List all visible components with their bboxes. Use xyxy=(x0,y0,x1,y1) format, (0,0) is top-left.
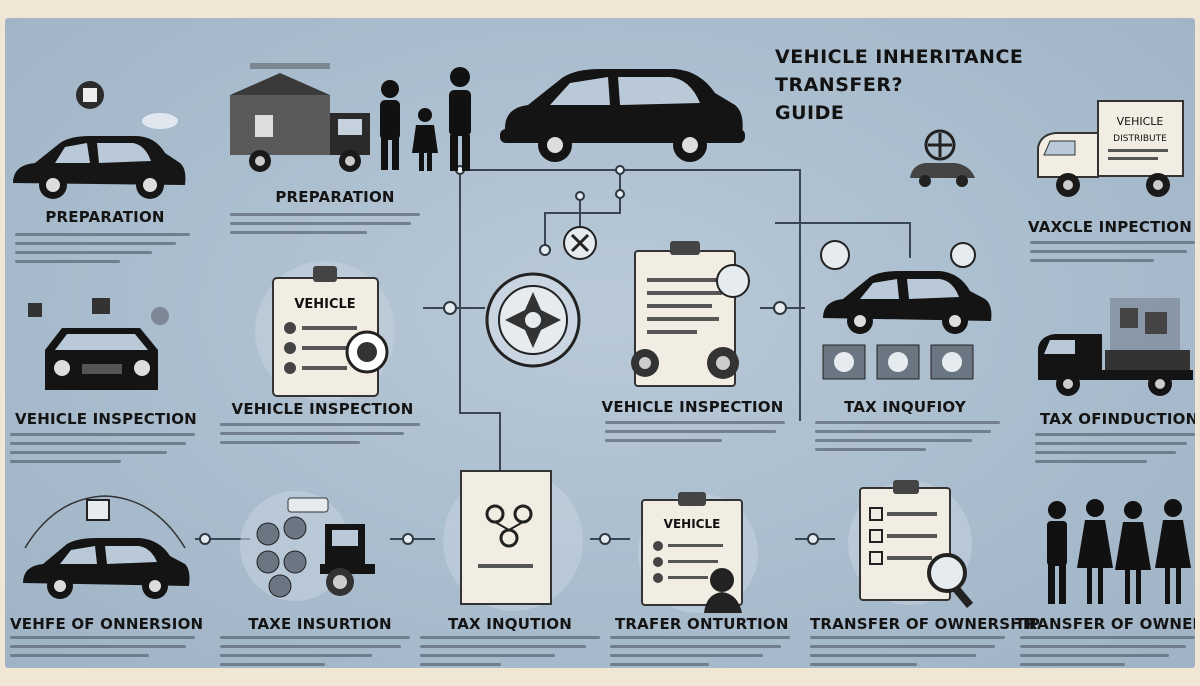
moving-truck-family-icon xyxy=(230,63,471,172)
inheritance-document-icon xyxy=(443,470,583,611)
description-text xyxy=(220,636,410,668)
delivery-truck-icon: VEHICLE DISTRIBUTE xyxy=(1037,100,1184,197)
network-node-icon xyxy=(563,226,597,260)
car-icon xyxy=(13,81,186,199)
description-text xyxy=(220,423,420,450)
truck-sign-subtext: DISTRIBUTE xyxy=(1113,134,1167,144)
step-label-vaxcle-inspection: VAXCLE INPECTION xyxy=(1028,218,1192,236)
description-text xyxy=(10,636,195,663)
loaded-truck-icon xyxy=(1038,298,1193,396)
truck-sign-text: VEHICLE xyxy=(1117,115,1164,128)
step-label-transfer-of-ownership: TRANSFER OF OWNERSHIP xyxy=(810,615,1041,633)
description-text xyxy=(10,433,195,469)
car-icon xyxy=(23,495,190,599)
description-text xyxy=(15,233,190,269)
heirs-family-icon xyxy=(1047,499,1191,604)
title-line-3: GUIDE xyxy=(775,102,845,124)
description-text xyxy=(815,421,1000,457)
inspection-document-icon xyxy=(631,241,750,387)
coins-truck-icon xyxy=(240,491,375,601)
car-tax-icon xyxy=(820,240,992,380)
step-label-trafer-onturtion: TRAFER ONTURTION xyxy=(615,615,789,633)
car-icon xyxy=(500,69,745,162)
step-label-taxe-insurtion: TAXE INSURTION xyxy=(248,615,392,633)
step-label-tax-inqufioy: TAX INQUFIOY xyxy=(844,398,966,416)
description-text xyxy=(810,636,1005,668)
inheritance-emblem-icon xyxy=(485,272,581,368)
description-text xyxy=(1020,636,1195,668)
description-text xyxy=(610,636,790,668)
vehicle-checklist-icon: VEHICLE xyxy=(255,261,395,401)
vehicle-document-official-icon: VEHICLE xyxy=(638,492,758,613)
step-label-vehicle-inspection-doc: VEHICLE INSPECTION xyxy=(601,398,784,416)
car-front-icon xyxy=(28,298,169,390)
step-label-preparation-left: PREPARATION xyxy=(45,208,165,226)
checklist-title: VEHICLE xyxy=(294,297,355,312)
flow-connectors xyxy=(195,165,911,545)
guide-title: VEHICLE INHERITANCE TRANSFER? GUIDE xyxy=(775,43,1023,127)
description-text xyxy=(605,421,785,448)
step-label-tax-inqution: TAX INQUTION xyxy=(447,615,573,633)
step-label-vehicle-inspection-checklist: VEHICLE INSPECTION xyxy=(231,400,414,418)
document-title: VEHICLE xyxy=(664,517,721,531)
step-label-vehicle-inspection-left: VEHICLE INSPECTION xyxy=(15,410,197,428)
title-line-2: TRANSFER? xyxy=(775,74,903,96)
step-label-tax-ofinduction: TAX OFINDUCTION xyxy=(1040,410,1195,428)
ownership-clipboard-icon xyxy=(848,480,974,608)
description-text xyxy=(1030,241,1195,268)
description-text xyxy=(230,213,420,240)
step-label-vehfe-of-onnersion: VEHFE OF ONNERSION xyxy=(10,615,204,633)
description-text xyxy=(420,636,600,668)
step-label-preparation-center: PREPARATION xyxy=(275,188,395,206)
step-label-transfer-of-ownership-right: TRANSFER OF OWNERSHIP xyxy=(1015,615,1195,633)
description-text xyxy=(1035,433,1195,469)
infographic-panel: VEHICLE INHERITANCE TRANSFER? GUIDE PREP… xyxy=(5,18,1195,668)
tax-emblem-icon xyxy=(910,129,975,187)
title-line-1: VEHICLE INHERITANCE xyxy=(775,46,1024,68)
